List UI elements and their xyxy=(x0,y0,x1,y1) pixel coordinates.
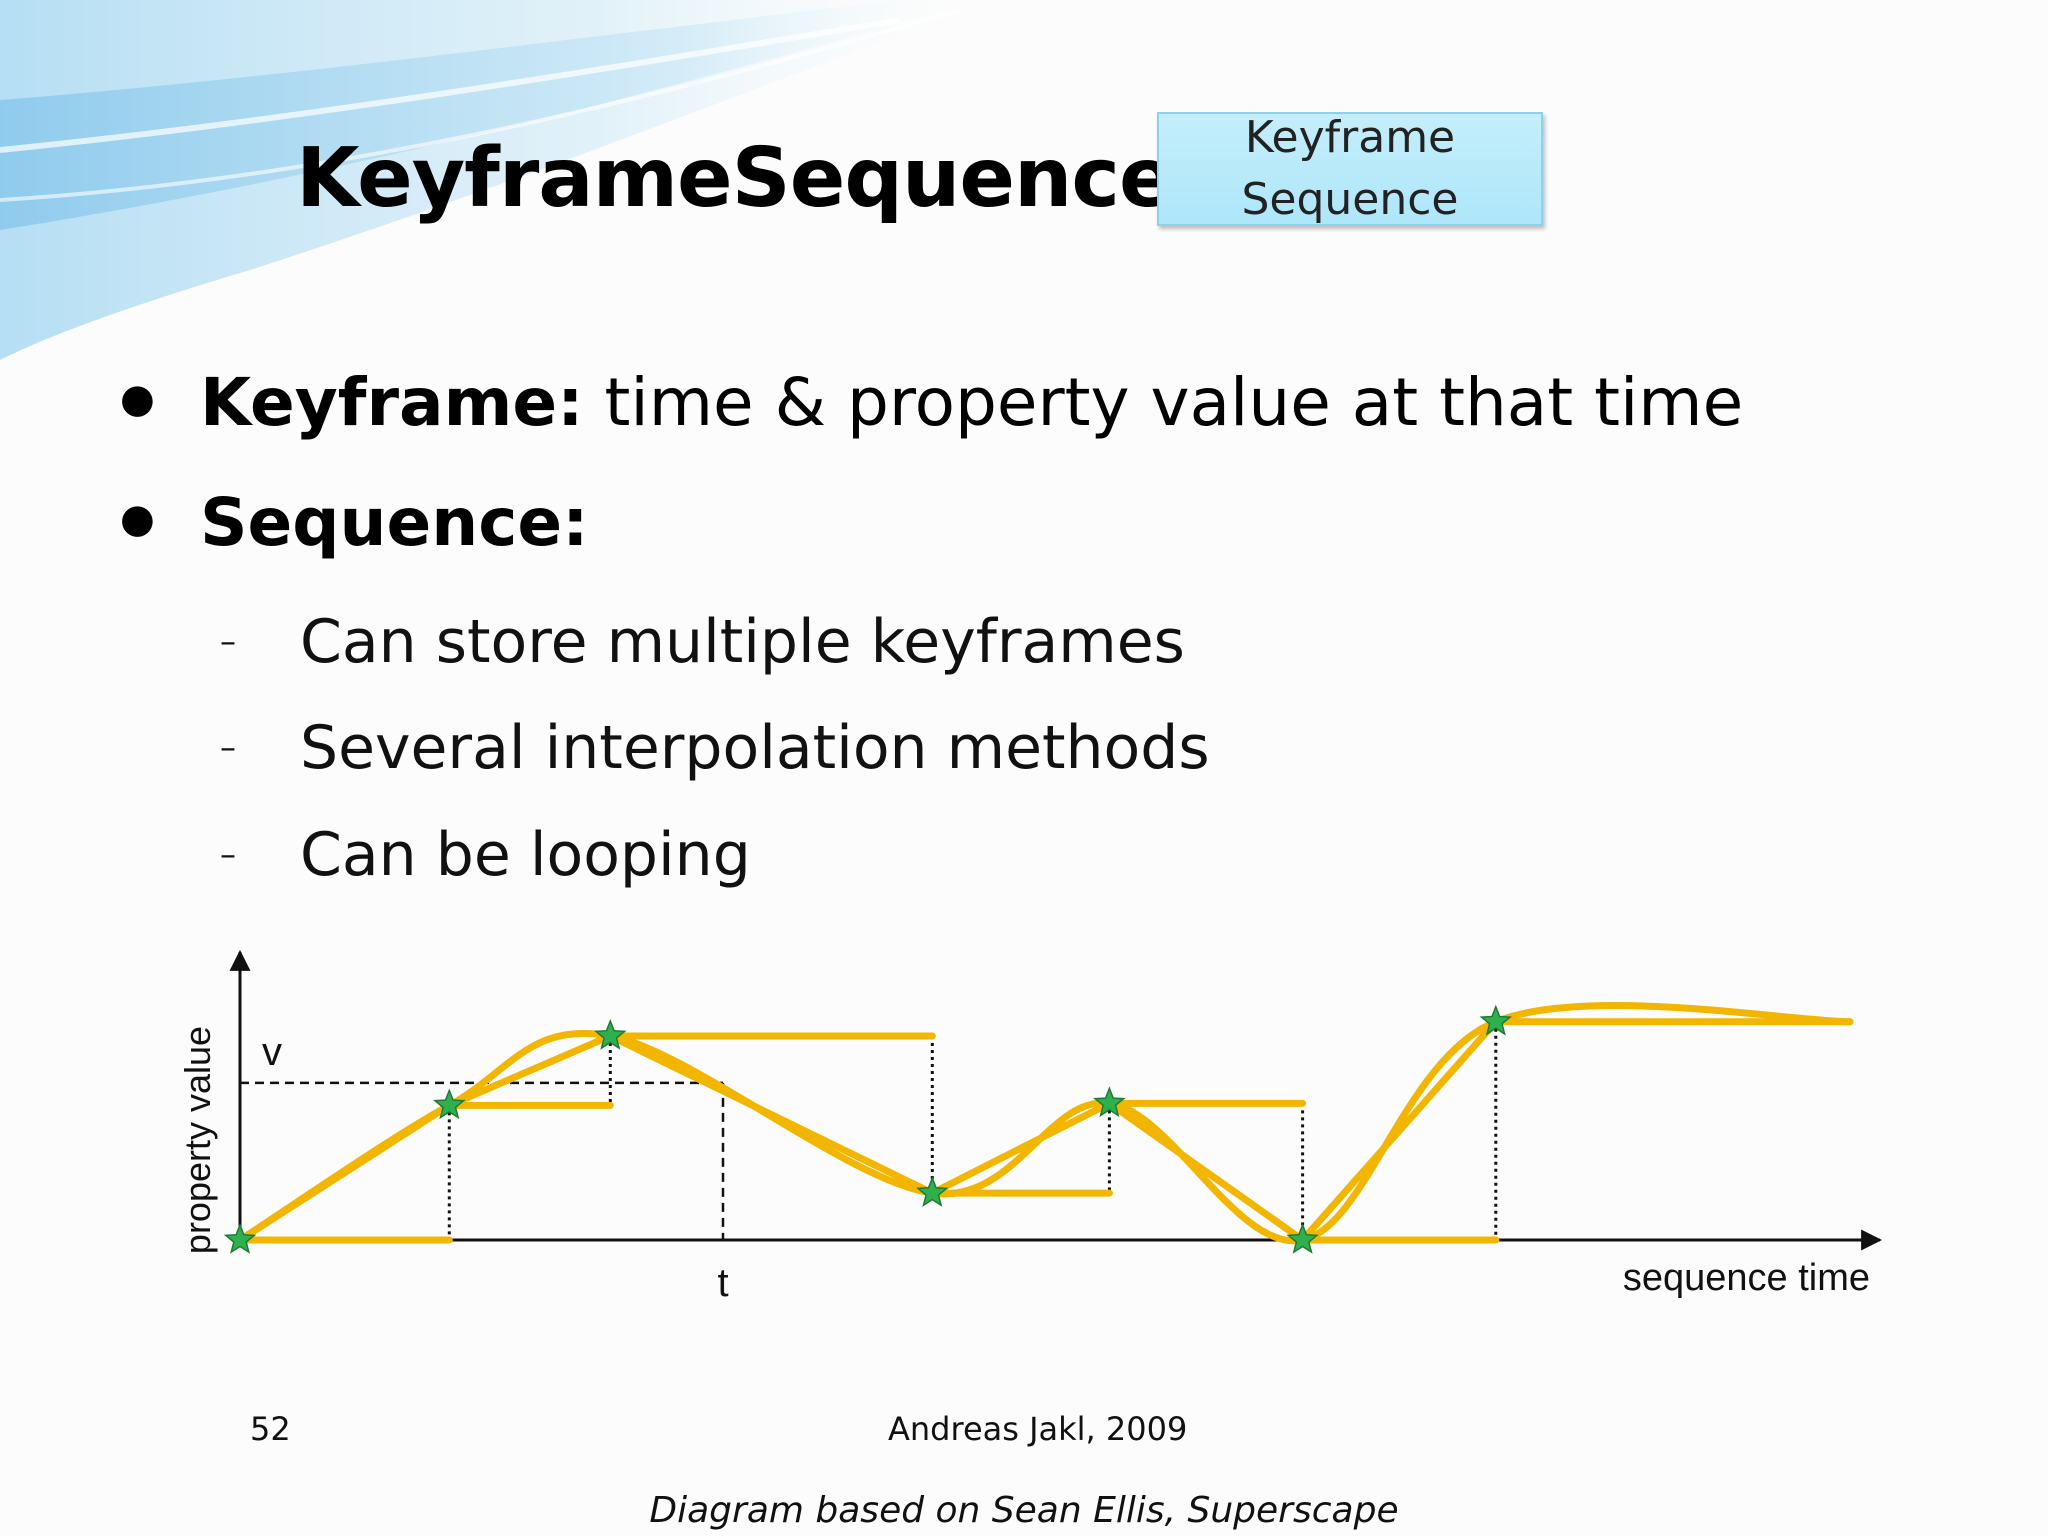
chart-guides xyxy=(240,1021,1498,1240)
keyframe-star-icon xyxy=(1479,1004,1513,1036)
t-marker-label: t xyxy=(717,1261,728,1305)
bullet-dot: ● xyxy=(120,495,155,542)
sub-bullet-interpolation: –Several interpolation methods xyxy=(220,718,1210,778)
bullet-sequence: ●Sequence: xyxy=(120,490,589,556)
sub-bullet-looping: –Can be looping xyxy=(220,825,751,885)
bullet-keyframe-text: time & property value at that time xyxy=(583,364,1744,441)
keyframe-star-icon xyxy=(223,1222,257,1254)
dash-glyph: – xyxy=(220,622,236,661)
keyframe-star-icon xyxy=(594,1018,627,1050)
keyframe-star-icon xyxy=(916,1176,949,1207)
author-credit: Andreas Jakl, 2009 xyxy=(888,1410,1188,1448)
keyframe-sequence-badge: Keyframe Sequence xyxy=(1157,112,1543,226)
bullet-sequence-term: Sequence: xyxy=(200,484,589,561)
bullet-keyframe-term: Keyframe: xyxy=(200,364,584,441)
linear-curve xyxy=(236,1018,1854,1244)
spline-interpolation-series xyxy=(236,1002,1854,1245)
v-marker-label: v xyxy=(262,1030,282,1074)
slide-title: KeyframeSequence xyxy=(296,131,1175,226)
bullet-dot: ● xyxy=(120,375,155,422)
badge-line-1: Keyframe xyxy=(1244,112,1456,163)
y-axis-label: property value xyxy=(177,1026,218,1254)
diagram-caption: Diagram based on Sean Ellis, Superscape xyxy=(649,1490,1399,1531)
sub-bullet-multiple-keyframes: –Can store multiple keyframes xyxy=(220,612,1185,672)
keyframe-markers xyxy=(223,1004,1513,1254)
keyframe-star-icon xyxy=(1286,1222,1319,1254)
spline-curve xyxy=(236,1002,1854,1245)
sub-bullet-text: Can be looping xyxy=(300,820,751,890)
dash-glyph: – xyxy=(220,835,236,874)
sub-bullet-text: Several interpolation methods xyxy=(300,713,1210,783)
bullet-keyframe: ●Keyframe: time & property value at that… xyxy=(120,370,1743,436)
x-axis-label: sequence time xyxy=(1623,1257,1870,1299)
dash-glyph: – xyxy=(220,728,236,767)
background-swoosh xyxy=(0,0,1000,360)
linear-interpolation-series xyxy=(236,1018,1854,1244)
page-number: 52 xyxy=(250,1410,291,1448)
sub-bullet-text: Can store multiple keyframes xyxy=(300,607,1185,677)
keyframe-star-icon xyxy=(1093,1086,1126,1118)
step-interpolation-series xyxy=(236,1032,1500,1244)
keyframe-star-icon xyxy=(433,1088,466,1120)
badge-line-2: Sequence xyxy=(1241,174,1459,225)
